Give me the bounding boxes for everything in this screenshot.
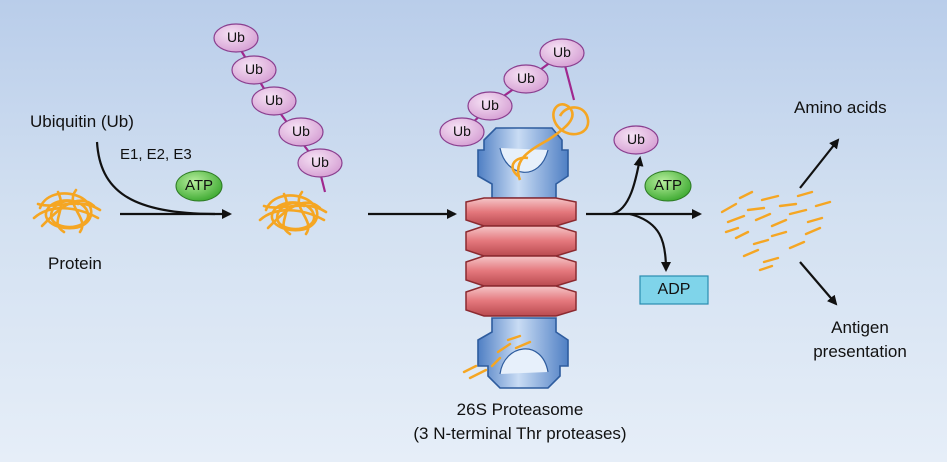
- free-ub-label: Ub: [627, 131, 645, 147]
- ub-label: Ub: [292, 123, 310, 139]
- amino-acids-label: Amino acids: [794, 98, 887, 117]
- ub-oval: [467, 91, 513, 121]
- amino-acids-arrow: [799, 138, 840, 189]
- antigen-label-line1: Antigen: [831, 318, 889, 337]
- free-ub-oval: [613, 125, 659, 155]
- ubiquitin-chain-proteasome: [439, 38, 585, 147]
- atp-oval-left: [175, 170, 223, 202]
- ubiquitin-conjugation-arrow: [95, 141, 216, 216]
- adp-label: ADP: [657, 281, 691, 298]
- ub-oval: [231, 55, 277, 85]
- ub-oval: [251, 86, 297, 116]
- enzymes-label: E1, E2, E3: [120, 146, 192, 163]
- ub-label: Ub: [311, 154, 329, 170]
- antigen-arrow: [799, 261, 838, 306]
- proteasome-core: [465, 197, 577, 317]
- ub-label: Ub: [553, 44, 571, 60]
- protein-label: Protein: [48, 254, 102, 273]
- ubiquitin-chain-left: [213, 23, 343, 178]
- ub-label: Ub: [245, 61, 263, 77]
- ub-oval: [213, 23, 259, 53]
- ub-label: Ub: [481, 97, 499, 113]
- adp-release-arrow: [629, 212, 671, 272]
- ub-label: Ub: [227, 29, 245, 45]
- protein-substrate: [32, 188, 102, 234]
- ubiquitin-label: Ubiquitin (Ub): [30, 112, 134, 131]
- ub-oval: [503, 64, 549, 94]
- ub-label: Ub: [265, 92, 283, 108]
- ub-label: Ub: [453, 123, 471, 139]
- atp-oval-right: [644, 170, 692, 202]
- ub-oval: [278, 117, 324, 147]
- ub-release-arrow: [611, 156, 644, 216]
- ub-oval: [539, 38, 585, 68]
- proteasome-label-line2: (3 N-terminal Thr proteases): [413, 424, 627, 443]
- atp-label-left: ATP: [184, 177, 214, 194]
- antigen-label-line2: presentation: [813, 342, 907, 361]
- ub-label: Ub: [517, 70, 535, 86]
- adp-box: [639, 275, 709, 305]
- ub-oval: [297, 148, 343, 178]
- proteasome-label-line1: 26S Proteasome: [456, 400, 584, 419]
- ub-oval: [439, 117, 485, 147]
- peptide-fragments: [720, 190, 832, 272]
- atp-label-right: ATP: [653, 177, 683, 194]
- proteasome-26s: [462, 103, 590, 389]
